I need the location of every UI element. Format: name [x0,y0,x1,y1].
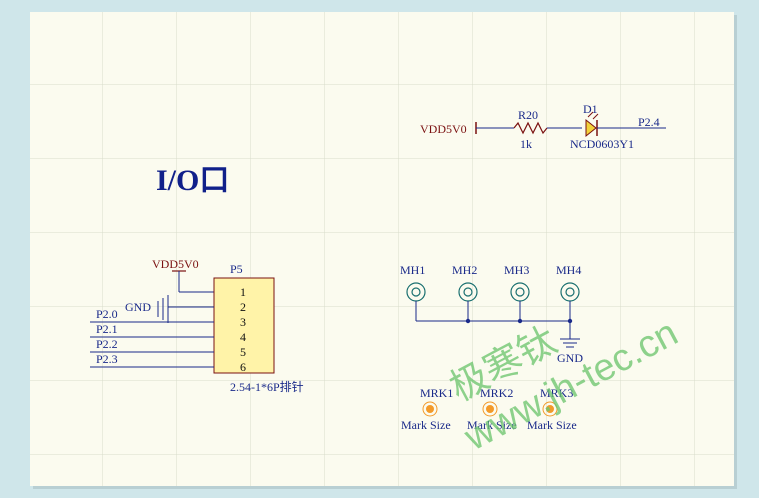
connector-description: 2.54-1*6P排针 [230,379,304,394]
connector-pin-2: 2 [240,300,246,314]
diode-part: NCD0603Y1 [570,137,634,151]
mrk2-symbol[interactable] [482,401,498,417]
mrk1-label: MRK1 [420,386,453,400]
schematic-canvas: I/O口 VDD5V0 R20 1k D1 NCD0603Y1 [30,12,734,486]
resistor-value: 1k [520,137,532,151]
connector-power-label: VDD5V0 [152,257,199,271]
net-label-p2-0: P2.0 [96,307,118,321]
grid-background [30,12,734,486]
page-title: I/O口 [156,164,229,197]
mrk2-caption: Mark Size [467,418,517,432]
mh2-label: MH2 [452,263,477,277]
connector-pin-6: 6 [240,360,246,374]
connector-pin-1: 1 [240,285,246,299]
net-label-p2-2: P2.2 [96,337,118,351]
net-label-p2-3: P2.3 [96,352,118,366]
resistor-symbol[interactable] [513,121,548,135]
connector-gnd-symbol [157,295,169,323]
fiducial-marks: MRK1 MRK2 MRK3 Mark Size Mark Size Mar [401,386,577,432]
connector-body[interactable] [213,277,275,374]
mrk3-label: MRK3 [540,386,573,400]
connector-ref: P5 [230,262,243,276]
mrk2-label: MRK2 [480,386,513,400]
junction-dot-mh2 [465,318,471,324]
junction-dot-mh3 [517,318,523,324]
connector-pin-3: 3 [240,315,246,329]
mrk3-caption: Mark Size [527,418,577,432]
mrk3-symbol[interactable] [542,401,558,417]
mh-gnd-symbol [560,338,580,348]
mh1-label: MH1 [400,263,425,277]
led-circuit: VDD5V0 R20 1k D1 NCD0603Y1 P2.4 [420,102,666,151]
diode-ref: D1 [583,102,598,116]
connector-p5: VDD5V0 P5 1 2 3 4 5 6 GND [90,257,304,394]
schematic-sheet: I/O口 VDD5V0 R20 1k D1 NCD0603Y1 [30,12,734,486]
mh4-label: MH4 [556,263,581,277]
connector-pin-4: 4 [240,330,246,344]
mrk1-symbol[interactable] [422,401,438,417]
mh-gnd-label: GND [557,351,583,365]
connector-pin-5: 5 [240,345,246,359]
connector-gnd-label: GND [125,300,151,314]
net-label-p2-1: P2.1 [96,322,118,336]
mh3-label: MH3 [504,263,529,277]
mrk1-caption: Mark Size [401,418,451,432]
resistor-ref: R20 [518,108,538,122]
led-power-label: VDD5V0 [420,122,467,136]
junction-dot-mh4 [567,318,573,324]
led-net-out: P2.4 [638,115,660,129]
mounting-holes: MH1 MH2 MH3 MH4 [400,263,583,365]
